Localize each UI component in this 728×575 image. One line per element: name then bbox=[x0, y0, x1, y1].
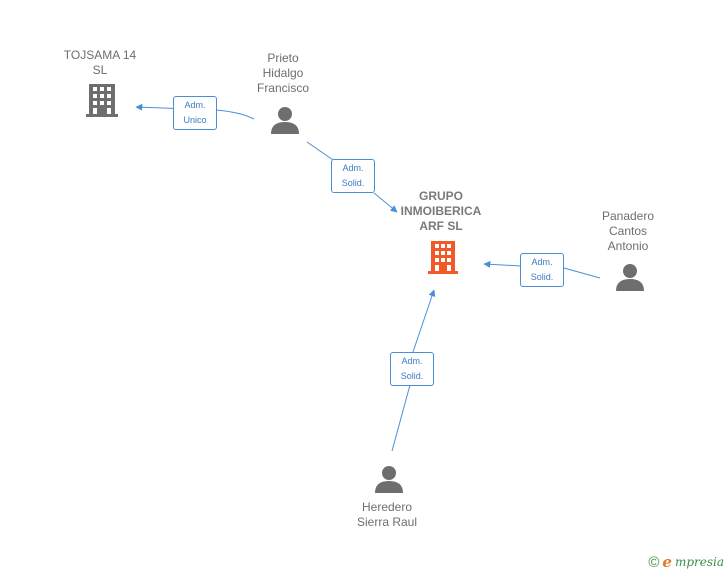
brand-logo-initial: e bbox=[662, 553, 672, 571]
edge-label-adm-unico: Adm. Unico bbox=[173, 96, 217, 130]
node-label-heredero[interactable]: Heredero Sierra Raul bbox=[356, 500, 418, 529]
building-icon-main[interactable] bbox=[428, 241, 458, 274]
edge-label-adm-solid-panadero: Adm. Solid. bbox=[520, 253, 564, 287]
person-icon[interactable] bbox=[375, 466, 403, 493]
edge-prieto-grupo bbox=[306, 141, 397, 212]
person-icon[interactable] bbox=[271, 107, 299, 134]
edge-heredero-grupo bbox=[391, 290, 434, 452]
person-icon[interactable] bbox=[616, 264, 644, 291]
brand-logo-text: mpresia bbox=[674, 555, 724, 569]
edge-label-adm-solid-prieto: Adm. Solid. bbox=[331, 159, 375, 193]
edge-panadero-grupo bbox=[484, 264, 601, 279]
edge-label-adm-solid-heredero: Adm. Solid. bbox=[390, 352, 434, 386]
node-label-tojsama[interactable]: TOJSAMA 14 SL bbox=[63, 48, 137, 77]
building-icon[interactable] bbox=[86, 84, 118, 117]
copyright-icon: © bbox=[648, 553, 660, 571]
node-label-panadero[interactable]: Panadero Cantos Antonio bbox=[601, 209, 655, 253]
node-label-grupo[interactable]: GRUPO INMOIBERICA ARF SL bbox=[400, 189, 482, 233]
node-label-prieto[interactable]: Prieto Hidalgo Francisco bbox=[256, 51, 309, 95]
